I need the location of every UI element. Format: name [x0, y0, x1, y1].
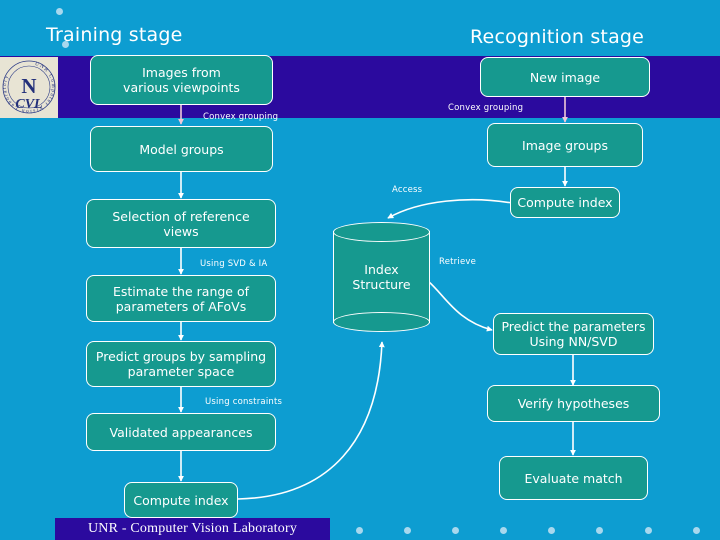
node-images-from-various-viewpoints[interactable]: Images from various viewpoints — [90, 55, 273, 105]
edge-label-convex-grouping-recognition: Convex grouping — [448, 103, 524, 113]
logo-seal-icon: N CVL UNR Computer Vision Laboratory — [2, 60, 56, 114]
node-predict-the-parameters[interactable]: Predict the parameters Using NN/SVD — [493, 313, 654, 355]
decorative-dot — [356, 527, 363, 534]
node-image-groups[interactable]: Image groups — [487, 123, 643, 167]
cylinder-top-ellipse — [333, 222, 430, 242]
decorative-dot — [404, 527, 411, 534]
node-model-groups[interactable]: Model groups — [90, 126, 273, 172]
page-title-recognition: Recognition stage — [470, 26, 645, 48]
node-index-structure[interactable]: Index Structure — [333, 222, 430, 332]
page-title-training: Training stage — [46, 24, 183, 46]
decorative-dot — [645, 527, 652, 534]
decorative-dot — [56, 8, 63, 15]
svg-text:CVL: CVL — [15, 97, 42, 112]
node-verify-hypotheses[interactable]: Verify hypotheses — [487, 385, 660, 422]
unr-cvl-logo: N CVL UNR Computer Vision Laboratory — [0, 57, 58, 118]
decorative-dot — [452, 527, 459, 534]
node-compute-index-training[interactable]: Compute index — [124, 482, 238, 518]
decorative-dot — [62, 41, 69, 48]
edge-label-convex-grouping-training: Convex grouping — [203, 112, 279, 122]
edge-label-using-constraints: Using constraints — [205, 397, 283, 407]
index-structure-label: Index Structure — [352, 262, 411, 292]
footer-text: UNR - Computer Vision Laboratory — [87, 521, 298, 536]
arrow-access-to-index-structure — [387, 198, 513, 219]
node-estimate-range-of-parameters[interactable]: Estimate the range of parameters of AFoV… — [86, 275, 276, 322]
decorative-dot — [548, 527, 555, 534]
edge-label-using-svd-ia: Using SVD & IA — [200, 259, 268, 269]
node-selection-of-reference-views[interactable]: Selection of reference views — [86, 199, 276, 248]
node-predict-groups-by-sampling[interactable]: Predict groups by sampling parameter spa… — [86, 341, 276, 387]
cylinder-bottom-ellipse — [333, 312, 430, 332]
node-new-image[interactable]: New image — [480, 57, 650, 97]
cylinder-body — [333, 231, 430, 323]
node-compute-index-recognition[interactable]: Compute index — [510, 187, 620, 218]
decorative-dot — [693, 527, 700, 534]
footer-bar: UNR - Computer Vision Laboratory — [55, 518, 330, 540]
decorative-dot — [596, 527, 603, 534]
node-evaluate-match[interactable]: Evaluate match — [499, 456, 648, 500]
node-validated-appearances[interactable]: Validated appearances — [86, 413, 276, 451]
decorative-dot — [500, 527, 507, 534]
svg-text:N: N — [21, 74, 36, 98]
edge-label-retrieve: Retrieve — [439, 257, 477, 267]
edge-label-access: Access — [392, 185, 423, 195]
